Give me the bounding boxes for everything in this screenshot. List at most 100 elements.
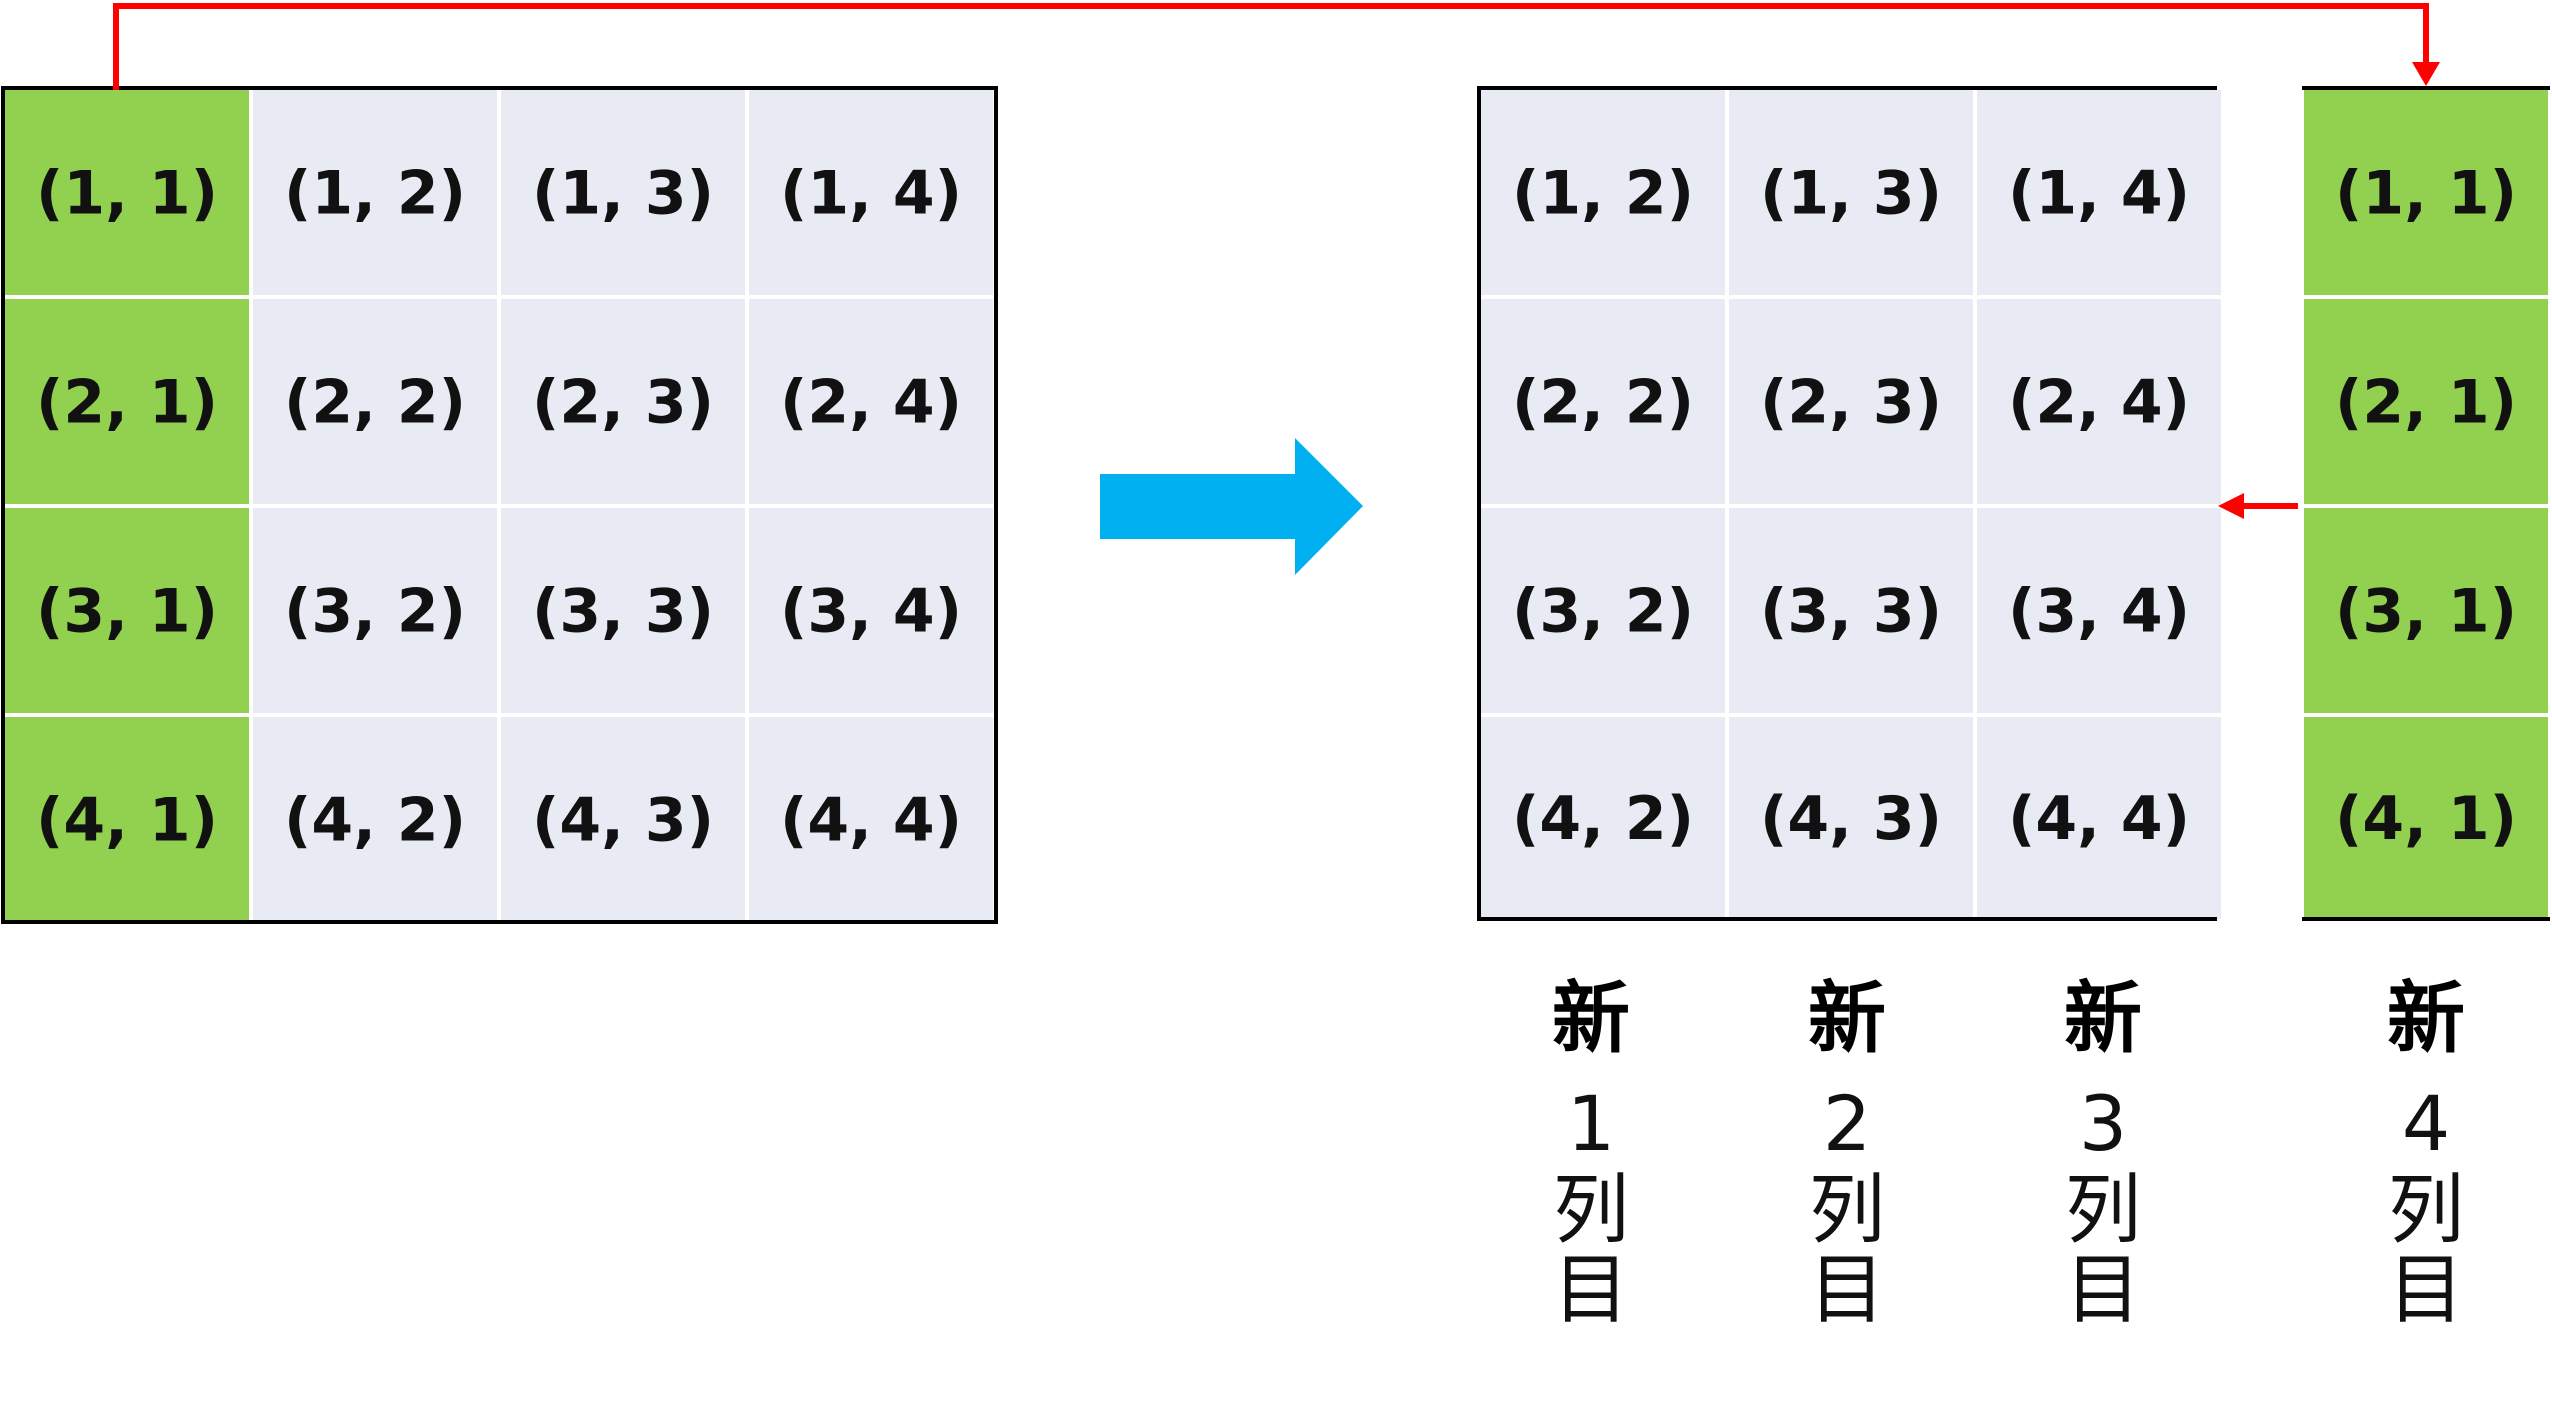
left-cell-r4c4: (4, 4) [745, 713, 997, 926]
moved-cell-r2: (2, 1) [2300, 295, 2552, 508]
left-cell-r4c3: (4, 3) [497, 713, 749, 926]
left-cell-r3c1: (3, 1) [1, 504, 253, 717]
column-label-1-line2: 列 [1553, 1165, 1629, 1254]
left-cell-r3c4: (3, 4) [745, 504, 997, 717]
right-matrix-border [1477, 86, 2217, 921]
left-cell-r3c4-label: (3, 4) [780, 577, 962, 647]
right-cell-r4c1-bg [1477, 713, 1729, 923]
column-label-3-line2: 列 [2065, 1165, 2141, 1254]
left-cell-r3c3: (3, 3) [497, 504, 749, 717]
right-cell-r2c2-label: (2, 3) [1760, 368, 1942, 438]
right-cell-r2c1-bg [1477, 295, 1729, 508]
left-matrix: (1, 1) (1, 2) (1, 3) (1, 4) (2, 1) (2, 2) (2, … [1, 86, 998, 926]
column-label-3-line3: 目 [2065, 1245, 2141, 1334]
right-cell-r1c2-bg [1725, 86, 1977, 299]
right-block-arrow-icon [1100, 438, 1363, 575]
right-cell-r2c2: (2, 3) [1725, 295, 1977, 508]
right-cell-r4c1: (4, 2) [1477, 713, 1729, 923]
left-cell-r2c1-label: (2, 1) [36, 368, 218, 438]
left-cell-r1c2-bg [249, 86, 501, 299]
column-label-3: 新 3列目 [2064, 974, 2142, 1334]
right-cell-r1c3: (1, 4) [1973, 86, 2225, 299]
column-label-2-line2: 列 [1809, 1165, 1885, 1254]
moved-cell-r1-label: (1, 1) [2335, 159, 2517, 229]
column-label-1-line3: 目 [1553, 1245, 1629, 1334]
moved-cell-r4: (4, 1) [2300, 713, 2552, 923]
left-cell-r2c2: (2, 2) [249, 295, 501, 508]
left-cell-r1c3-label: (1, 3) [532, 159, 714, 229]
moved-cell-r3-label: (3, 1) [2335, 577, 2517, 647]
left-cell-r1c2-label: (1, 2) [284, 159, 466, 229]
left-cell-r2c1: (2, 1) [1, 295, 253, 508]
right-cell-r1c1-label: (1, 2) [1512, 159, 1694, 229]
left-cell-r1c3: (1, 3) [497, 86, 749, 299]
moved-column: (1, 1) (2, 1) (3, 1) (4, 1) [2300, 86, 2552, 923]
left-cell-r2c2-bg [249, 295, 501, 508]
moved-cell-r3: (3, 1) [2300, 504, 2552, 717]
column-label-3-number: 3 [2079, 1079, 2127, 1168]
right-cell-r2c2-bg [1725, 295, 1977, 508]
column-label-4-number: 4 [2402, 1079, 2450, 1168]
column-label-4-prefix: 新 [2387, 974, 2465, 1064]
left-cell-r3c2-bg [249, 504, 501, 717]
right-cell-r4c2: (4, 3) [1725, 713, 1977, 923]
left-cell-r2c2-label: (2, 2) [284, 368, 466, 438]
right-cell-r4c2-bg [1725, 713, 1977, 923]
column-label-2-number: 2 [1823, 1079, 1871, 1168]
right-cell-r2c1-label: (2, 2) [1512, 368, 1694, 438]
left-cell-r1c1-bg [1, 86, 253, 299]
moved-cell-r2-label: (2, 1) [2335, 368, 2517, 438]
column-label-2-line3: 目 [1809, 1245, 1885, 1334]
right-cell-r3c3: (3, 4) [1973, 504, 2225, 717]
right-cell-r1c2: (1, 3) [1725, 86, 1977, 299]
right-cell-r1c3-label: (1, 4) [2008, 159, 2190, 229]
column-label-4-line3: 目 [2388, 1245, 2464, 1334]
right-cell-r1c1: (1, 2) [1477, 86, 1729, 299]
left-cell-r1c2: (1, 2) [249, 86, 501, 299]
moved-cell-r2-bg [2300, 295, 2552, 508]
left-cell-r2c3-label: (2, 3) [532, 368, 714, 438]
left-cell-r4c1-label: (4, 1) [36, 786, 218, 856]
moved-cell-r4-label: (4, 1) [2335, 784, 2517, 854]
right-cell-r4c2-label: (4, 3) [1760, 784, 1942, 854]
right-cell-r1c2-label: (1, 3) [1760, 159, 1942, 229]
left-cell-r4c4-label: (4, 4) [780, 786, 962, 856]
left-cell-r1c4-label: (1, 4) [780, 159, 962, 229]
right-cell-r2c3-label: (2, 4) [2008, 368, 2190, 438]
left-cell-r4c4-bg [745, 713, 997, 926]
moved-cell-r1-bg [2300, 86, 2552, 299]
left-cell-r4c1: (4, 1) [1, 713, 253, 926]
column-label-2-prefix: 新 [1808, 974, 1886, 1064]
left-cell-r3c4-bg [745, 504, 997, 717]
right-cell-r2c1: (2, 2) [1477, 295, 1729, 508]
left-cell-r4c2-bg [249, 713, 501, 926]
right-cell-r2c3-bg [1973, 295, 2225, 508]
moved-cell-r1: (1, 1) [2300, 86, 2552, 299]
left-cell-r2c4: (2, 4) [745, 295, 997, 508]
right-cell-r3c1-label: (3, 2) [1512, 577, 1694, 647]
left-cell-r2c4-label: (2, 4) [780, 368, 962, 438]
red-left-arrow-icon [2218, 493, 2298, 519]
right-cell-r3c1-bg [1477, 504, 1729, 717]
left-cell-r2c3: (2, 3) [497, 295, 749, 508]
left-cell-r1c4: (1, 4) [745, 86, 997, 299]
left-cell-r1c1: (1, 1) [1, 86, 253, 299]
moved-cell-r3-bg [2300, 504, 2552, 717]
column-label-1-prefix: 新 [1552, 974, 1630, 1064]
right-cell-r3c3-label: (3, 4) [2008, 577, 2190, 647]
column-label-3-prefix: 新 [2064, 974, 2142, 1064]
left-cell-r3c3-label: (3, 3) [532, 577, 714, 647]
left-cell-r4c3-label: (4, 3) [532, 786, 714, 856]
column-label-2: 新 2列目 [1808, 974, 1886, 1334]
right-matrix: (1, 2) (1, 3) (1, 4) (2, 2) (2, 3) (2, 4) (3, … [1477, 86, 2225, 923]
right-cell-r4c3-label: (4, 4) [2008, 784, 2190, 854]
red-connector-arrow-icon [113, 3, 2440, 90]
right-cell-r4c1-label: (4, 2) [1512, 784, 1694, 854]
right-cell-r3c1: (3, 2) [1477, 504, 1729, 717]
left-cell-r4c2-label: (4, 2) [284, 786, 466, 856]
right-cell-r3c2-label: (3, 3) [1760, 577, 1942, 647]
